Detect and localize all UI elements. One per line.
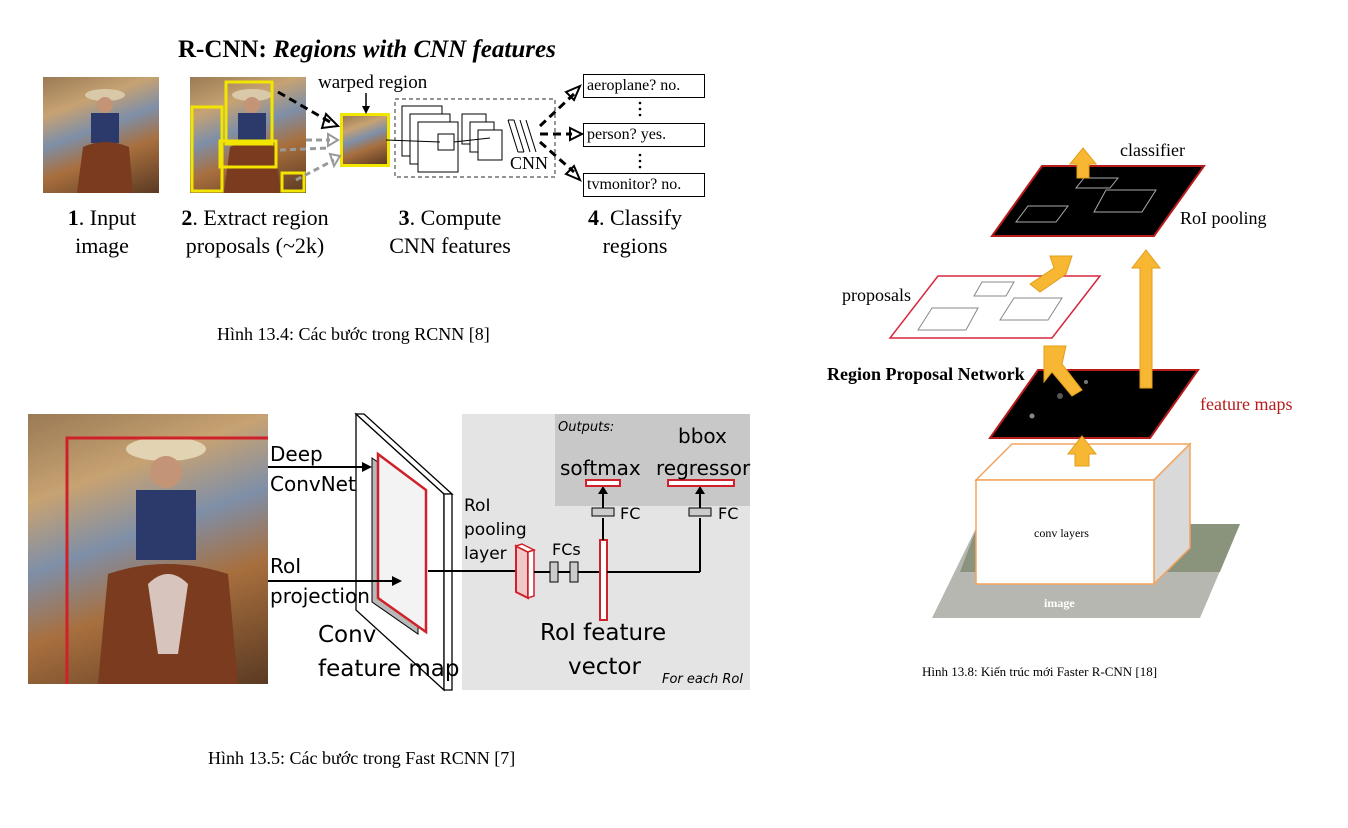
image-label: image	[1044, 596, 1075, 610]
rcnn-caption: Hình 13.4: Các bước trong RCNN [8]	[217, 324, 490, 344]
outputs-label: Outputs:	[558, 420, 615, 435]
outputs-panel	[555, 414, 750, 506]
class-box-aeroplane: aeroplane? no.	[583, 74, 705, 98]
roi-pooling-label-3: layer	[464, 544, 507, 564]
faster-rcnn-caption: Hình 13.8: Kiến trúc mới Faster R-CNN [1…	[922, 664, 1158, 679]
warped-region-label: warped region	[318, 72, 428, 93]
regressor-label: regressor	[656, 456, 751, 480]
fast-rcnn-lines	[268, 412, 735, 692]
bbox-label: bbox	[678, 424, 727, 448]
proposals-image	[190, 77, 306, 193]
roi-label: RoI	[270, 554, 302, 578]
rcnn-title: R-CNN: Regions with CNN features	[178, 36, 556, 63]
roi-pooling-label: RoI pooling	[1180, 208, 1267, 228]
vector-label: vector	[568, 654, 641, 680]
cnn-label: CNN	[510, 153, 549, 173]
roi-pooling-label-2: pooling	[464, 520, 527, 540]
roi-pooling-label-1: RoI	[464, 496, 491, 516]
class-box-person: person? yes.	[583, 123, 705, 147]
fast-rcnn-figure: Deep ConvNet RoI projection Conv feature…	[0, 400, 760, 800]
feature-maps-label: feature maps	[1200, 394, 1293, 414]
convnet-label: ConvNet	[270, 472, 356, 496]
rpn-label: Region Proposal Network	[827, 364, 1025, 384]
softmax-label: softmax	[560, 456, 641, 480]
class-box-tvmonitor: tvmonitor? no.	[583, 173, 705, 197]
fcs-label: FCs	[552, 540, 581, 559]
for-each-roi-label: For each RoI	[662, 672, 744, 687]
proposals-label: proposals	[842, 285, 911, 305]
roi-feature-label: RoI feature	[540, 620, 667, 646]
fc-label-2: FC	[718, 504, 739, 523]
rcnn-diagram-lines	[277, 84, 642, 182]
faster-rcnn-figure: classifier RoI pooling proposals Region …	[800, 120, 1340, 700]
conv-label: Conv	[318, 622, 377, 648]
rcnn-figure: R-CNN: Regions with CNN features warped …	[0, 0, 760, 350]
conv-layers-label: conv layers	[1034, 526, 1089, 540]
classifier-label: classifier	[1120, 140, 1185, 160]
fc-label-1: FC	[620, 504, 641, 523]
feature-map-label: feature map	[318, 656, 460, 682]
input-image	[43, 77, 159, 193]
warped-region-image	[340, 113, 390, 167]
fast-rcnn-caption: Hình 13.5: Các bước trong Fast RCNN [7]	[208, 748, 516, 768]
projection-label: projection	[270, 584, 370, 608]
faster-rcnn-diagram	[888, 147, 1240, 618]
deep-label: Deep	[270, 442, 323, 466]
